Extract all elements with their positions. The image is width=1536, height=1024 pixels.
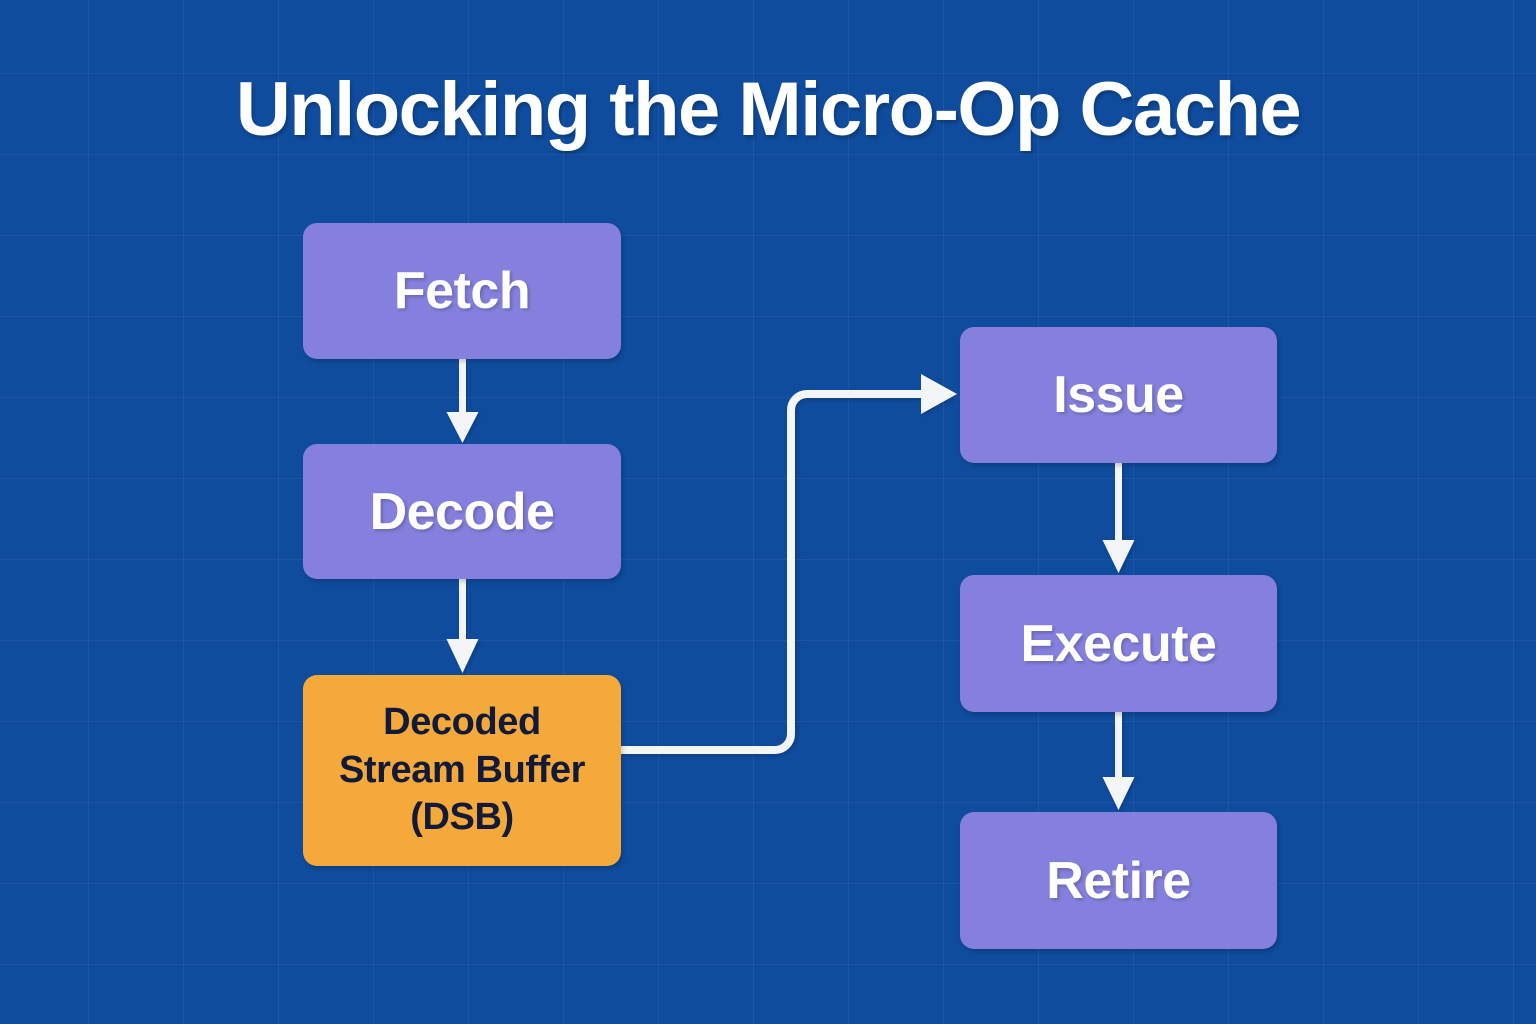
node-execute[interactable]: Execute bbox=[960, 575, 1277, 712]
arrow-issue-to-execute bbox=[1102, 463, 1135, 573]
node-issue-label: Issue bbox=[1053, 366, 1184, 424]
node-retire[interactable]: Retire bbox=[960, 812, 1277, 949]
node-dsb-label-line2: Stream Buffer bbox=[338, 748, 586, 791]
node-dsb-label-line1: Decoded bbox=[383, 700, 541, 743]
arrow-decode-to-dsb bbox=[446, 579, 479, 673]
arrow-execute-to-retire bbox=[1102, 712, 1135, 810]
node-dsb-label-line3: (DSB) bbox=[410, 796, 514, 839]
node-decode-label: Decode bbox=[369, 482, 555, 541]
arrow-dsb-to-issue bbox=[621, 374, 957, 754]
node-issue[interactable]: Issue bbox=[960, 327, 1277, 463]
node-retire-label: Retire bbox=[1046, 851, 1191, 910]
node-decoded-stream-buffer[interactable]: Decoded Stream Buffer (DSB) bbox=[303, 675, 621, 866]
node-fetch-label: Fetch bbox=[393, 262, 531, 320]
arrow-fetch-to-decode bbox=[446, 359, 479, 443]
node-execute-label: Execute bbox=[1020, 614, 1217, 673]
page-title: Unlocking the Micro-Op Cache bbox=[235, 67, 1302, 152]
node-fetch[interactable]: Fetch bbox=[303, 223, 621, 359]
node-decode[interactable]: Decode bbox=[303, 444, 621, 579]
node-dsb-label: Decoded Stream Buffer (DSB) bbox=[303, 699, 621, 843]
